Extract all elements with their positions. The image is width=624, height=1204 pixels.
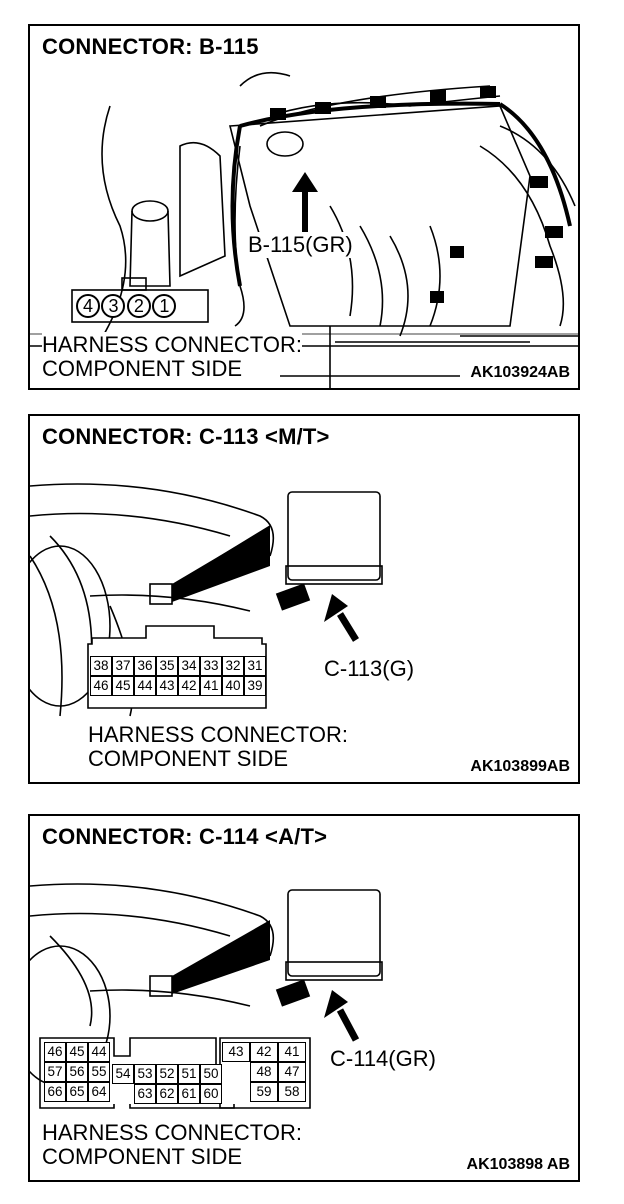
pin: 37 (112, 656, 134, 676)
engine-bay-illustration (30, 71, 578, 388)
pin: 46 (90, 676, 112, 696)
pin: 52 (156, 1064, 178, 1084)
pin: 31 (244, 656, 266, 676)
pin-gap (222, 1062, 250, 1082)
pin: 38 (90, 656, 112, 676)
connector-callout-label: C-113(G) (324, 656, 415, 681)
pin: 42 (250, 1042, 278, 1062)
pin: 3 (101, 294, 126, 318)
caption-line-2: COMPONENT SIDE (42, 356, 243, 382)
pin: 33 (200, 656, 222, 676)
panel-title: CONNECTOR: B-115 (40, 34, 261, 60)
pin: 45 (112, 676, 134, 696)
caption-line-1: HARNESS CONNECTOR: (42, 332, 302, 358)
pin: 2 (126, 294, 151, 318)
pin: 64 (88, 1082, 110, 1102)
pin: 4 (76, 294, 100, 318)
panel-title: CONNECTOR: C-114 <A/T> (40, 824, 330, 850)
pin: 54 (112, 1064, 134, 1084)
pin: 36 (134, 656, 156, 676)
connector-c113-panel: CONNECTOR: C-113 <M/T> 38 37 36 35 34 33… (28, 414, 580, 784)
b115-callout-arrow (292, 172, 318, 234)
pin-grid-right: 43 42 41 48 47 59 58 (222, 1042, 306, 1102)
pin: 44 (134, 676, 156, 696)
c114-callout-arrow (324, 990, 360, 1042)
pin: 41 (278, 1042, 306, 1062)
pin: 53 (134, 1064, 156, 1084)
pin: 55 (88, 1062, 110, 1082)
pin: 42 (178, 676, 200, 696)
pin: 43 (156, 676, 178, 696)
pin: 32 (222, 656, 244, 676)
pin: 56 (66, 1062, 88, 1082)
connector-callout-label: C-114(GR) (330, 1046, 436, 1071)
caption-line-1: HARNESS CONNECTOR: (88, 722, 348, 747)
pin: 35 (156, 656, 178, 676)
pin: 62 (156, 1084, 178, 1104)
pin: 66 (44, 1082, 66, 1102)
caption-line-2: COMPONENT SIDE (42, 1144, 243, 1169)
pin: 34 (178, 656, 200, 676)
pin: 63 (134, 1084, 156, 1104)
caption-line-1: HARNESS CONNECTOR: (42, 1120, 302, 1145)
pin: 57 (44, 1062, 66, 1082)
pin: 51 (178, 1064, 200, 1084)
pin: 39 (244, 676, 266, 696)
pin: 48 (250, 1062, 278, 1082)
pin: 65 (66, 1082, 88, 1102)
pin: 45 (66, 1042, 88, 1062)
pin: 58 (278, 1082, 306, 1102)
pin-gap (222, 1082, 250, 1102)
pin: 1 (152, 294, 177, 318)
pin: 61 (178, 1084, 200, 1104)
pin: 40 (222, 676, 244, 696)
pin: 60 (200, 1084, 222, 1104)
pin: 50 (200, 1064, 222, 1084)
pin: 46 (44, 1042, 66, 1062)
pin-grid: 38 37 36 35 34 33 32 31 46 45 44 43 42 4… (90, 656, 266, 696)
pin: 47 (278, 1062, 306, 1082)
connector-c114-panel: CONNECTOR: C-114 <A/T> 46 45 44 57 56 55… (28, 814, 580, 1182)
panel-title: CONNECTOR: C-113 <M/T> (40, 424, 332, 450)
figure-code: AK103899AB (470, 758, 570, 775)
caption-line-2: COMPONENT SIDE (88, 746, 289, 771)
connector-callout-label: B-115(GR) (248, 232, 353, 258)
pin-gap (112, 1084, 134, 1104)
pin: 59 (250, 1082, 278, 1102)
pin: 43 (222, 1042, 250, 1062)
figure-code: AK103898 AB (466, 1156, 570, 1173)
c113-callout-arrow (324, 594, 359, 642)
pin: 41 (200, 676, 222, 696)
round-pin-connector: 4 3 2 1 (76, 294, 177, 318)
pin: 44 (88, 1042, 110, 1062)
connector-b115-panel: CONNECTOR: B-115 B-115(GR) 4 3 2 1 HARNE… (28, 24, 580, 390)
pin-grid-left: 46 45 44 57 56 55 66 65 64 (44, 1042, 110, 1102)
figure-code: AK103924AB (470, 364, 570, 381)
